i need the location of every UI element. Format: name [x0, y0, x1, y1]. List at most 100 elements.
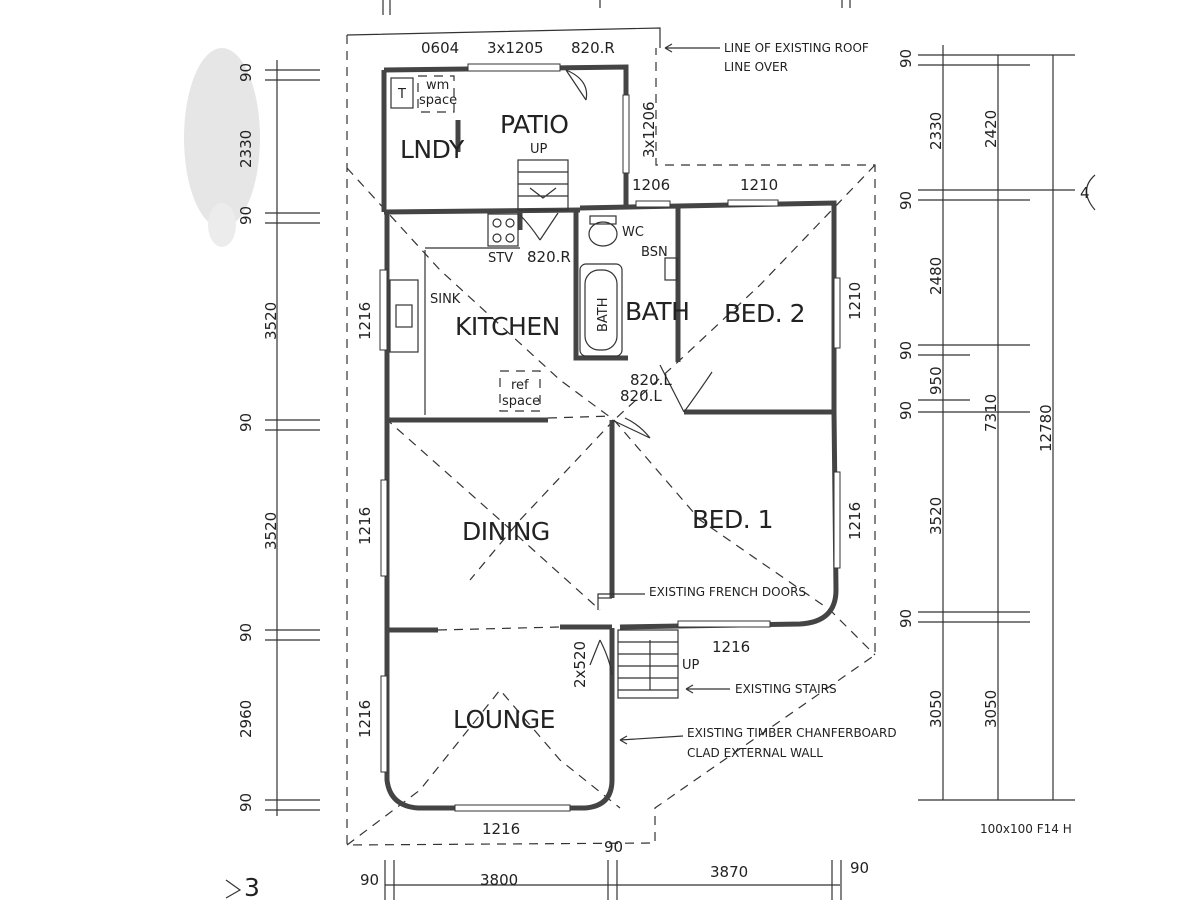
roof-outline [346, 27, 876, 846]
patio-stairs [517, 159, 569, 211]
bathtub [579, 263, 623, 357]
sink-bowl [395, 304, 413, 328]
bottom-dimensions: 90 3800 90 3870 90 [360, 838, 869, 900]
windows [379, 63, 841, 812]
smudge-mark [184, 48, 260, 228]
svg-text:space: space [502, 394, 540, 409]
svg-text:3870: 3870 [710, 863, 748, 881]
fixtures [389, 75, 679, 699]
svg-text:UP: UP [530, 142, 548, 157]
svg-text:950: 950 [927, 366, 945, 395]
wm-space-box [417, 75, 455, 113]
svg-text:ref: ref [511, 378, 529, 393]
room-bed2: BED. 2 [724, 299, 805, 328]
svg-text:1216: 1216 [846, 502, 864, 540]
svg-text:BSN: BSN [641, 245, 668, 260]
svg-text:90: 90 [604, 838, 623, 856]
right-dimensions: 90 2330 90 2480 90 950 90 3520 90 3050 2… [897, 45, 1075, 801]
svg-text:wm: wm [426, 78, 449, 93]
svg-text:3050: 3050 [927, 690, 945, 728]
svg-text:820.R: 820.R [527, 248, 571, 266]
room-kitchen: KITCHEN [455, 312, 560, 341]
svg-text:3800: 3800 [480, 871, 518, 889]
room-bed1: BED. 1 [692, 505, 773, 534]
svg-text:3520: 3520 [262, 302, 280, 340]
svg-text:LINE OVER: LINE OVER [724, 60, 788, 74]
svg-text:90: 90 [850, 859, 869, 877]
crop-marks [382, 0, 851, 15]
svg-text:EXISTING FRENCH DOORS: EXISTING FRENCH DOORS [649, 585, 806, 599]
svg-text:90: 90 [237, 623, 255, 642]
svg-text:7310: 7310 [982, 394, 1000, 432]
svg-text:1210: 1210 [846, 282, 864, 320]
svg-text:2420: 2420 [982, 110, 1000, 148]
laundry-tub [390, 77, 414, 109]
stove [487, 213, 519, 247]
svg-text:3x1206: 3x1206 [640, 101, 658, 158]
interior-walls [387, 120, 834, 633]
svg-text:90: 90 [897, 191, 915, 210]
svg-text:3520: 3520 [262, 512, 280, 550]
svg-text:EXISTING TIMBER CHANFERBOARD: EXISTING TIMBER CHANFERBOARD [687, 726, 897, 740]
svg-text:WC: WC [622, 225, 644, 240]
svg-text:2330: 2330 [237, 130, 255, 168]
svg-text:2480: 2480 [927, 257, 945, 295]
existing-stairs [617, 629, 679, 699]
svg-text:820.R: 820.R [571, 39, 615, 57]
svg-text:1210: 1210 [740, 176, 778, 194]
svg-text:3050: 3050 [982, 690, 1000, 728]
left-dimensions: 90 2330 90 3520 90 3520 90 2960 90 [237, 60, 320, 816]
svg-text:90: 90 [237, 413, 255, 432]
fixture-labels: T wm space SINK STV WC BSN BATH ref spac… [397, 78, 700, 673]
svg-text:1206: 1206 [632, 176, 670, 194]
room-patio: PATIO [500, 110, 568, 139]
svg-text:3: 3 [244, 873, 259, 900]
svg-text:90: 90 [897, 341, 915, 360]
annotations: LINE OF EXISTING ROOF LINE OVER EXISTING… [225, 41, 1096, 900]
svg-text:1216: 1216 [356, 507, 374, 545]
svg-text:90: 90 [897, 49, 915, 68]
svg-text:12780: 12780 [1037, 404, 1055, 452]
svg-text:2330: 2330 [927, 112, 945, 150]
svg-text:90: 90 [237, 63, 255, 82]
svg-text:2x520: 2x520 [571, 641, 589, 688]
room-labels: LNDY PATIO KITCHEN BATH BED. 2 DINING BE… [400, 110, 806, 734]
toilet [588, 221, 618, 247]
svg-text:BATH: BATH [596, 297, 611, 332]
svg-text:90: 90 [237, 206, 255, 225]
svg-text:1216: 1216 [356, 302, 374, 340]
svg-text:3x1205: 3x1205 [487, 39, 544, 57]
svg-text:UP: UP [682, 658, 700, 673]
svg-text:SINK: SINK [430, 292, 461, 307]
svg-text:STV: STV [488, 251, 513, 266]
room-bath: BATH [625, 297, 689, 326]
svg-text:4: 4 [1080, 184, 1090, 202]
doors [437, 69, 713, 676]
svg-text:T: T [397, 87, 406, 102]
svg-text:LINE OF EXISTING ROOF: LINE OF EXISTING ROOF [724, 41, 869, 55]
room-lndy: LNDY [400, 135, 465, 164]
basin [664, 257, 678, 281]
sink-bench [389, 279, 419, 353]
ref-space-box [499, 370, 541, 412]
svg-text:1216: 1216 [356, 700, 374, 738]
svg-text:space: space [419, 93, 457, 108]
svg-text:EXISTING STAIRS: EXISTING STAIRS [735, 682, 837, 696]
svg-text:90: 90 [237, 793, 255, 812]
svg-text:1216: 1216 [712, 638, 750, 656]
svg-text:CLAD EXTERNAL WALL: CLAD EXTERNAL WALL [687, 746, 823, 760]
svg-text:0604: 0604 [421, 39, 459, 57]
room-lounge: LOUNGE [453, 705, 555, 734]
svg-text:2960: 2960 [237, 700, 255, 738]
svg-text:100x100 F14 H: 100x100 F14 H [980, 822, 1072, 836]
svg-text:820.L: 820.L [630, 371, 672, 389]
opening-labels: 0604 3x1205 820.R 3x1206 1206 1210 820.R… [356, 39, 864, 838]
svg-text:820.L: 820.L [620, 387, 662, 405]
svg-text:90: 90 [897, 401, 915, 420]
svg-text:3520: 3520 [927, 497, 945, 535]
svg-text:1216: 1216 [482, 820, 520, 838]
room-dining: DINING [462, 517, 550, 546]
svg-text:90: 90 [897, 609, 915, 628]
svg-text:90: 90 [360, 871, 379, 889]
